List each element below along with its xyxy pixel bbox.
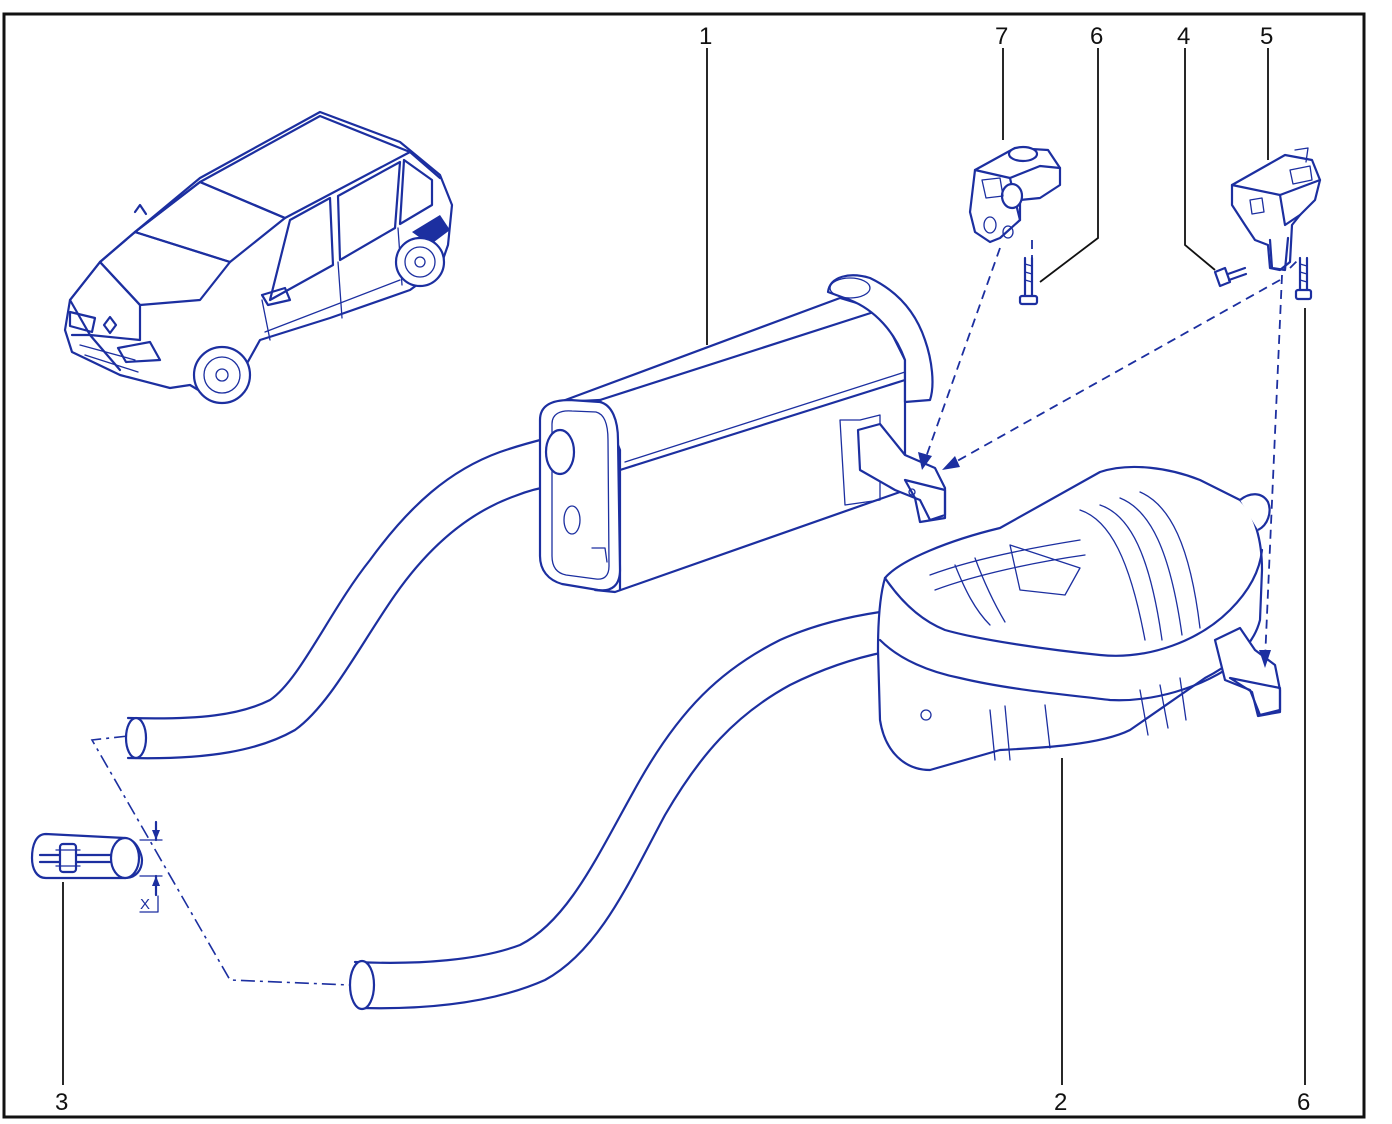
pipe-clamp: X — [30, 820, 163, 913]
callout-2: 2 — [1054, 1089, 1067, 1116]
callout-3: 3 — [55, 1089, 68, 1116]
callout-5: 5 — [1260, 23, 1273, 50]
mounting-bracket-5 — [1230, 147, 1322, 272]
dimension-label: X — [140, 896, 150, 913]
callout-4: 4 — [1177, 23, 1190, 50]
callout-1: 1 — [699, 23, 712, 50]
callout-6-top: 6 — [1090, 23, 1103, 50]
vehicle-illustration — [63, 110, 454, 405]
rear-silencer — [348, 465, 1282, 1011]
rubber-mount-7 — [968, 145, 1062, 244]
rear-wheel — [394, 236, 446, 288]
bolt-6-right — [1294, 256, 1313, 301]
front-wheel — [192, 345, 252, 405]
assembly-indicator-line — [90, 735, 351, 986]
assembly-paths — [918, 240, 1301, 668]
callout-7: 7 — [995, 23, 1008, 50]
leader-lines — [62, 48, 1306, 1085]
bolt-4 — [1213, 266, 1248, 288]
intermediate-silencer — [124, 274, 947, 760]
bolt-6-top — [1018, 256, 1039, 306]
callout-6-bottom: 6 — [1297, 1089, 1310, 1116]
